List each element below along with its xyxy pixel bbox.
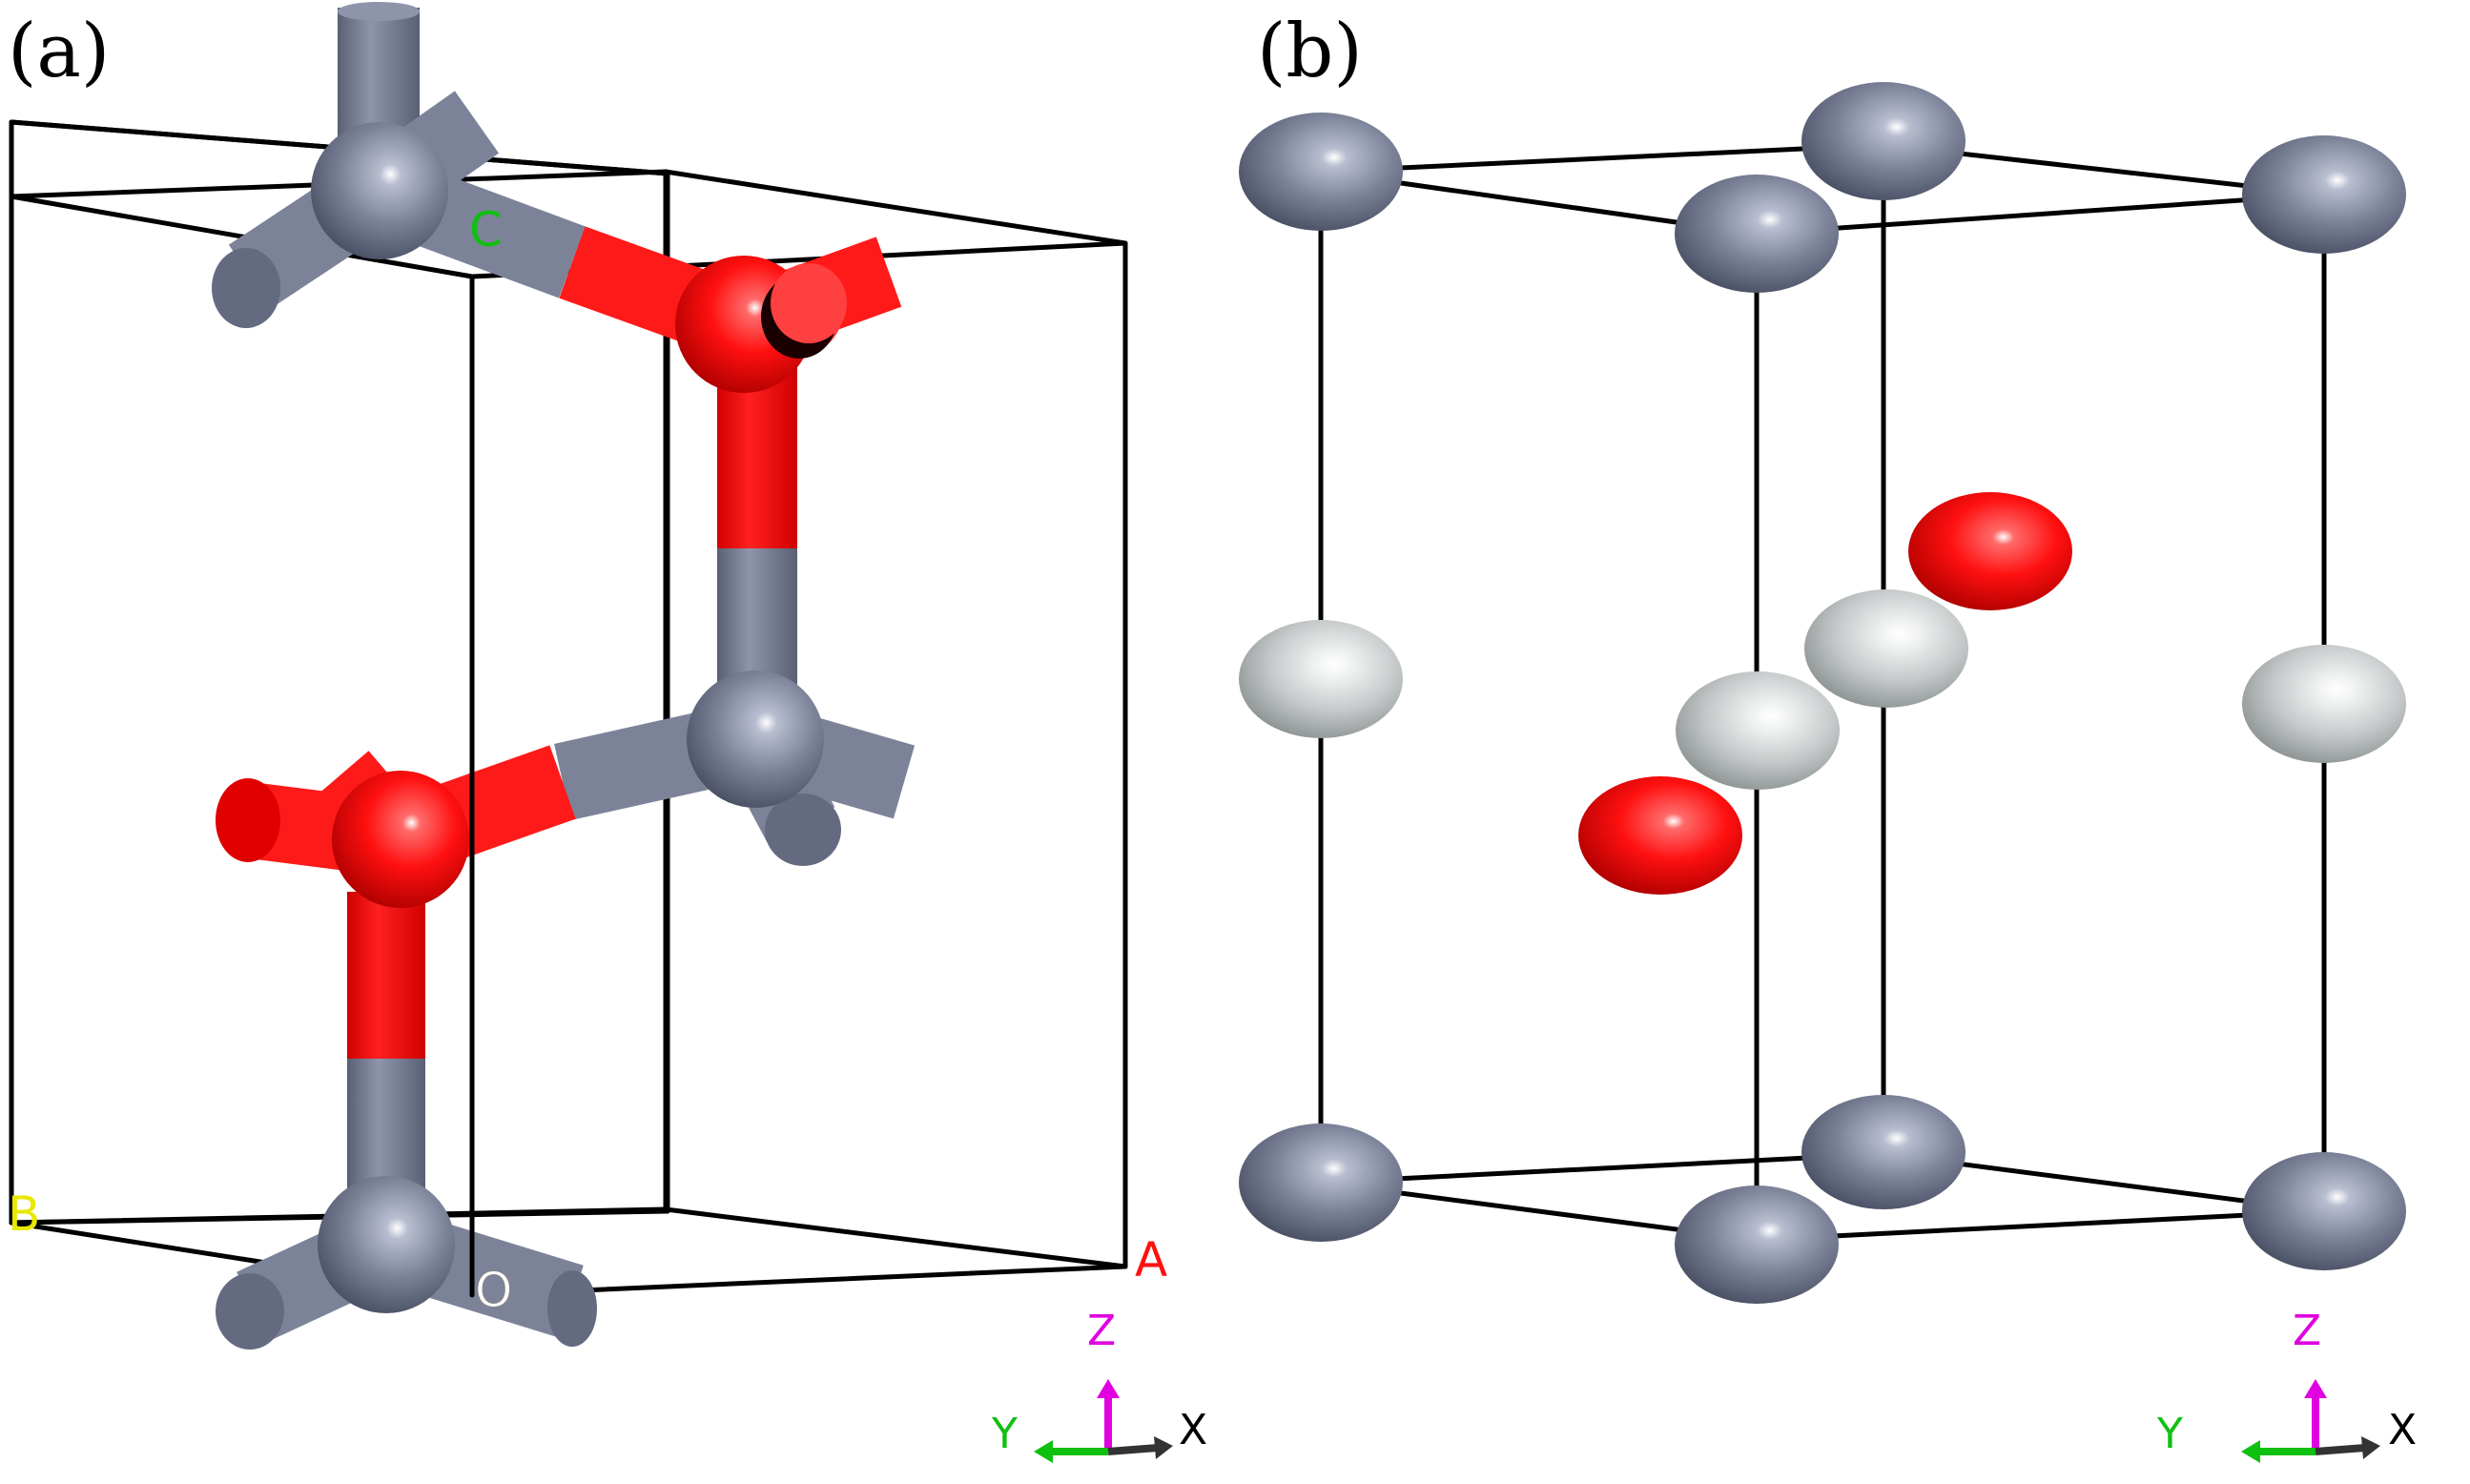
atom-grey: [2242, 1152, 2406, 1270]
atom-red: [332, 771, 469, 908]
panel-b-sphere-model: Z Y X: [1239, 82, 2417, 1463]
atom-white: [1239, 620, 1403, 738]
cell-label-o: O: [475, 1263, 512, 1318]
atom-grey: [311, 122, 448, 259]
atom-grey: [1801, 1095, 1966, 1209]
cell-label-b: B: [8, 1186, 40, 1242]
atom-grey: [1675, 1185, 1839, 1304]
unit-cell-b-edges: [1318, 142, 2327, 1243]
atom-grey: [318, 1176, 455, 1313]
panel-label-b: (b): [1257, 9, 1363, 94]
panel-label-a: (a): [8, 9, 110, 94]
atom-white: [2242, 645, 2406, 763]
panel-a-ball-and-stick: C B A O Z Y X: [8, 2, 1207, 1463]
axis-triad-b: Z Y X: [2156, 1307, 2417, 1463]
cell-label-c: C: [469, 202, 503, 258]
axis-label-z: Z: [1087, 1307, 1116, 1355]
atom-red: [1578, 776, 1742, 895]
atom-grey: [1239, 1123, 1403, 1242]
atom-white: [1676, 671, 1840, 790]
cell-label-a: A: [1135, 1232, 1167, 1288]
atom-grey: [1675, 175, 1839, 293]
atom-red: [1908, 492, 2072, 610]
axis-label-x: X: [2388, 1406, 2417, 1454]
atom-grey: [687, 670, 824, 808]
atom-white: [1804, 589, 1968, 708]
axis-label-y: Y: [2156, 1410, 2183, 1458]
atom-grey: [2242, 135, 2406, 254]
atom-grey: [1801, 82, 1966, 200]
unit-cell-a-edges: [9, 169, 1128, 1298]
axis-label-z: Z: [2293, 1307, 2321, 1355]
atom-grey: [1239, 113, 1403, 231]
axis-triad-a: Z Y X: [991, 1307, 1207, 1463]
axis-label-x: X: [1179, 1406, 1207, 1454]
axis-label-y: Y: [991, 1410, 1018, 1458]
